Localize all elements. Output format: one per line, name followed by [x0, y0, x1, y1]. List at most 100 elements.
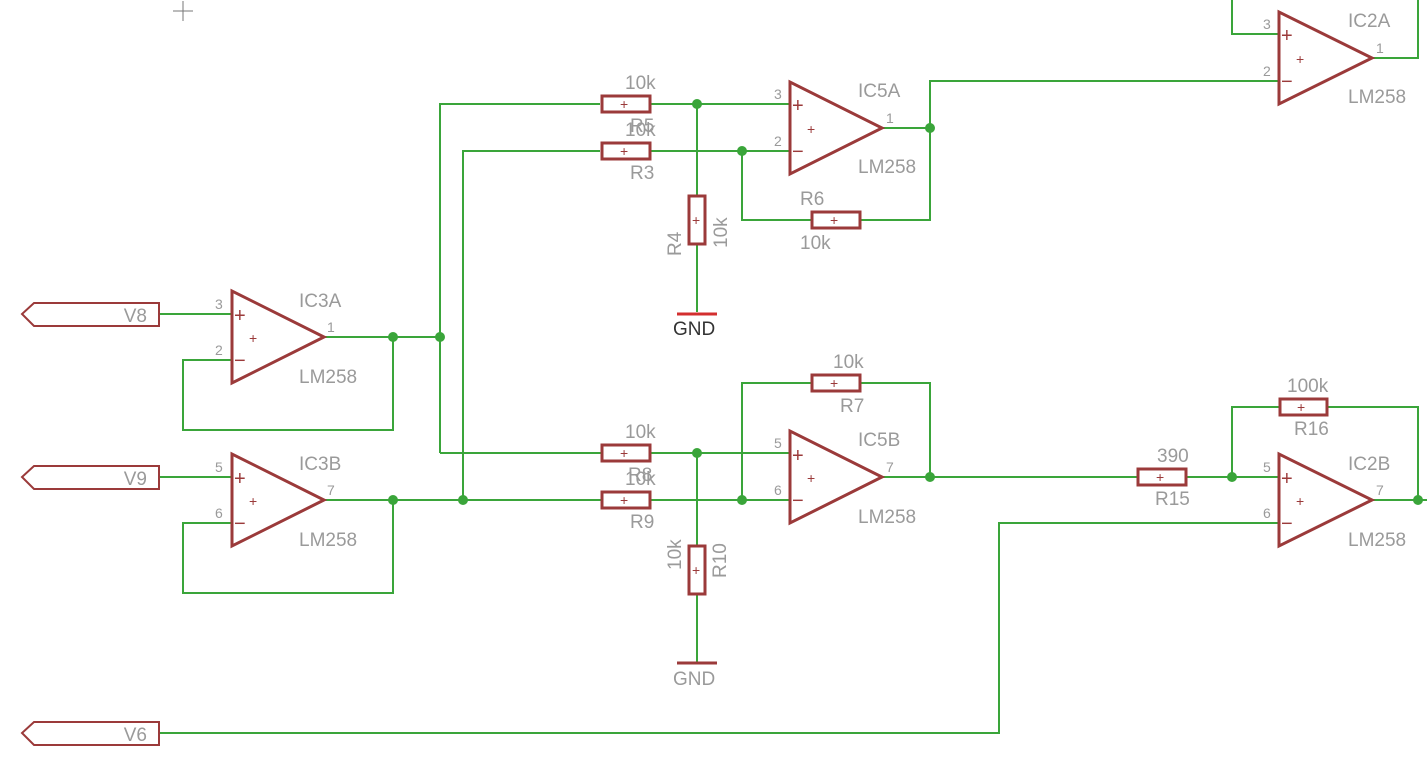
part-value: LM258 — [1348, 530, 1406, 551]
junction-dot[interactable] — [458, 495, 468, 505]
junction-dot[interactable] — [435, 332, 445, 342]
opamp-ic2a[interactable]: + − + 3 2 1 IC2A LM258 — [1263, 9, 1406, 108]
part-value: LM258 — [299, 367, 357, 388]
gnd-symbol-bottom[interactable]: GND — [673, 661, 717, 690]
minus-sign: − — [1281, 71, 1293, 93]
minus-sign: − — [792, 490, 804, 512]
pin-number: 6 — [1263, 505, 1271, 521]
part-value: LM258 — [858, 157, 916, 178]
opamp-ic5b[interactable]: + − + 5 6 7 IC5B LM258 — [774, 428, 916, 528]
pin-number: 6 — [774, 482, 782, 498]
wire-ic5b-fb[interactable] — [741, 382, 812, 500]
junction-dot[interactable] — [388, 332, 398, 342]
pin-number: 3 — [215, 296, 223, 312]
resistor-value: 10k — [625, 73, 656, 94]
body-plus: + — [620, 445, 628, 461]
resistor-value: 10k — [833, 352, 864, 373]
plus-sign: + — [1281, 25, 1293, 47]
wire-ic2a-fb[interactable] — [1231, 0, 1279, 35]
part-value: LM258 — [299, 530, 357, 551]
part-name: IC3A — [299, 291, 342, 312]
junction-dot[interactable] — [692, 99, 702, 109]
gnd-label: GND — [673, 669, 715, 690]
resistor-r15[interactable]: + 390 R15 — [1136, 446, 1190, 510]
wire-ic2a-out[interactable] — [1372, 0, 1419, 59]
pin-number: 2 — [774, 133, 782, 149]
pin-number: 1 — [886, 110, 894, 126]
resistor-r3[interactable]: + 10k R3 — [600, 120, 656, 184]
resistor-r16[interactable]: + 100k R16 — [1278, 376, 1329, 440]
body-plus: + — [807, 121, 815, 137]
port-v6[interactable]: V6 — [20, 721, 160, 746]
pin-number: 6 — [215, 505, 223, 521]
wire-r7-out[interactable] — [860, 382, 931, 477]
resistor-name: R8 — [628, 465, 652, 486]
resistor-r5[interactable]: + 10k R5 — [600, 73, 656, 137]
wire-r16-out[interactable] — [1327, 406, 1419, 500]
resistor-r4[interactable]: + R4 10k — [665, 194, 732, 256]
junction-dot[interactable] — [737, 495, 747, 505]
opamp-ic5a[interactable]: + − + 3 2 1 IC5A LM258 — [774, 79, 916, 178]
pin-number: 3 — [1263, 16, 1271, 32]
part-value: LM258 — [858, 507, 916, 528]
pin-number: 3 — [774, 86, 782, 102]
opamp-ic2b[interactable]: + − + 5 6 7 IC2B LM258 — [1263, 451, 1406, 551]
resistor-name: R6 — [800, 189, 824, 210]
resistor-value: 100k — [1287, 376, 1329, 397]
body-plus: + — [807, 470, 815, 486]
junction-dot[interactable] — [925, 123, 935, 133]
pin-number: 1 — [327, 319, 335, 335]
resistor-value: 10k — [625, 469, 656, 490]
port-label: V8 — [124, 306, 147, 327]
minus-sign: − — [234, 513, 246, 535]
body-plus: + — [1156, 469, 1164, 485]
junction-dot[interactable] — [692, 448, 702, 458]
opamp-ic3b[interactable]: + − + 5 6 7 IC3B LM258 — [215, 451, 357, 551]
resistor-name: R9 — [630, 512, 654, 533]
resistor-r6[interactable]: + R6 10k — [800, 189, 862, 254]
junction-dot[interactable] — [1413, 495, 1423, 505]
body-plus: + — [692, 212, 700, 228]
pin-number: 5 — [215, 459, 223, 475]
wire-ic5a-fb[interactable] — [741, 151, 812, 221]
resistor-name: R16 — [1294, 419, 1329, 440]
port-v8[interactable]: V8 — [20, 302, 160, 327]
junction-dot[interactable] — [925, 472, 935, 482]
pin-number: 5 — [774, 435, 782, 451]
wire-ic5a-out[interactable] — [882, 80, 1279, 129]
pin-number: 7 — [1376, 482, 1384, 498]
body-plus: + — [620, 492, 628, 508]
minus-sign: − — [234, 350, 246, 372]
wire-ic3b-bus[interactable] — [462, 150, 600, 500]
junctions — [388, 99, 1423, 505]
wire-r6-out[interactable] — [860, 128, 931, 221]
wire-ic2b-fb[interactable] — [1231, 406, 1280, 477]
pin-number: 1 — [1376, 40, 1384, 56]
port-label: V9 — [124, 469, 147, 490]
wire-ic3a-feedback[interactable] — [182, 337, 394, 431]
body-plus: + — [830, 212, 838, 228]
junction-dot[interactable] — [1227, 472, 1237, 482]
junction-dot[interactable] — [388, 495, 398, 505]
resistor-value: 390 — [1157, 446, 1189, 467]
resistor-name: R7 — [840, 396, 864, 417]
cursor-crosshair-icon — [173, 1, 193, 21]
pin-number: 7 — [886, 459, 894, 475]
resistor-value: 10k — [625, 422, 656, 443]
opamp-ic3a[interactable]: + − + 3 2 1 IC3A LM258 — [215, 288, 357, 388]
resistor-value: 10k — [800, 233, 831, 254]
port-v9[interactable]: V9 — [20, 465, 160, 490]
wire-ic3b-feedback[interactable] — [182, 500, 394, 594]
wire-v6[interactable] — [159, 522, 1279, 734]
resistor-r10[interactable]: + 10k R10 — [665, 539, 731, 596]
body-plus: + — [620, 143, 628, 159]
resistor-r7[interactable]: + 10k R7 — [810, 352, 864, 417]
resistor-name: R4 — [665, 231, 686, 256]
resistor-r9[interactable]: + 10k R9 — [600, 469, 656, 533]
gnd-label: GND — [673, 319, 715, 340]
resistor-r8[interactable]: + 10k R8 — [600, 422, 656, 486]
junction-dot[interactable] — [737, 146, 747, 156]
plus-sign: + — [234, 468, 246, 490]
gnd-symbol-top[interactable]: GND — [673, 312, 717, 340]
